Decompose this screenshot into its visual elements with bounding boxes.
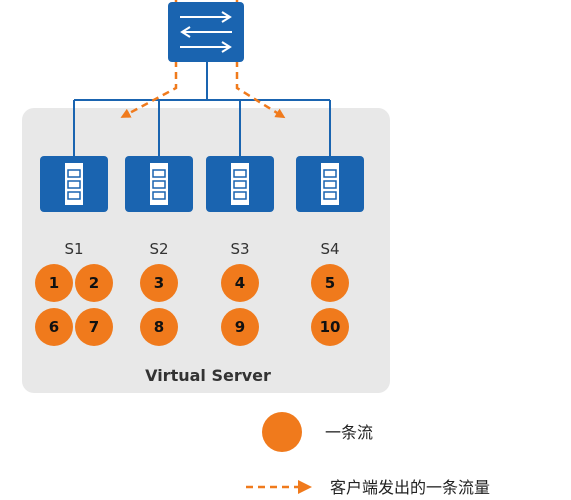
legend-arrowhead-icon (298, 480, 312, 494)
flow-item: 6 (35, 308, 73, 346)
flow-item: 1 (35, 264, 73, 302)
server-icon (40, 156, 108, 212)
flow-number: 5 (325, 274, 335, 292)
legend: 一条流 客户端发出的一条流量 (246, 412, 490, 497)
flow-circle (75, 264, 113, 302)
server-label: S1 (64, 240, 83, 258)
flow-number: 1 (49, 274, 59, 292)
flow-circle (140, 264, 178, 302)
flow-number: 9 (235, 318, 245, 336)
flow-circle (35, 308, 73, 346)
flow-number: 8 (154, 318, 164, 336)
servers (40, 156, 364, 212)
flow-circle (311, 264, 349, 302)
server-label: S2 (149, 240, 168, 258)
flow-number: 10 (320, 318, 341, 336)
server-icon (125, 156, 193, 212)
flow-item: 10 (311, 308, 349, 346)
flow-item: 2 (75, 264, 113, 302)
flow-item: 9 (221, 308, 259, 346)
flow-item: 7 (75, 308, 113, 346)
server-icon (296, 156, 364, 212)
flow-circle (221, 308, 259, 346)
server-icon (206, 156, 274, 212)
flow-number: 7 (89, 318, 99, 336)
flow-circle (221, 264, 259, 302)
flow-item: 4 (221, 264, 259, 302)
server-labels: S1 S2 S3 S4 (64, 240, 339, 258)
flow-number: 2 (89, 274, 99, 292)
flow-item: 5 (311, 264, 349, 302)
flow-number: 4 (235, 274, 245, 292)
flow-number: 3 (154, 274, 164, 292)
flow-item: 8 (140, 308, 178, 346)
flows: 1 2 6 7 3 8 4 9 5 10 (35, 264, 349, 346)
flow-circle (140, 308, 178, 346)
flow-number: 6 (49, 318, 59, 336)
flow-circle (311, 308, 349, 346)
flow-circle (35, 264, 73, 302)
legend-flow-label: 一条流 (325, 423, 373, 442)
server-label: S4 (320, 240, 339, 258)
virtual-server-label: Virtual Server (145, 366, 271, 385)
server-label: S3 (230, 240, 249, 258)
switch-icon (168, 2, 244, 62)
connection-lines (73, 62, 331, 158)
legend-client-flow-label: 客户端发出的一条流量 (330, 478, 490, 497)
legend-flow-swatch (262, 412, 302, 452)
flow-circle (75, 308, 113, 346)
flow-item: 3 (140, 264, 178, 302)
